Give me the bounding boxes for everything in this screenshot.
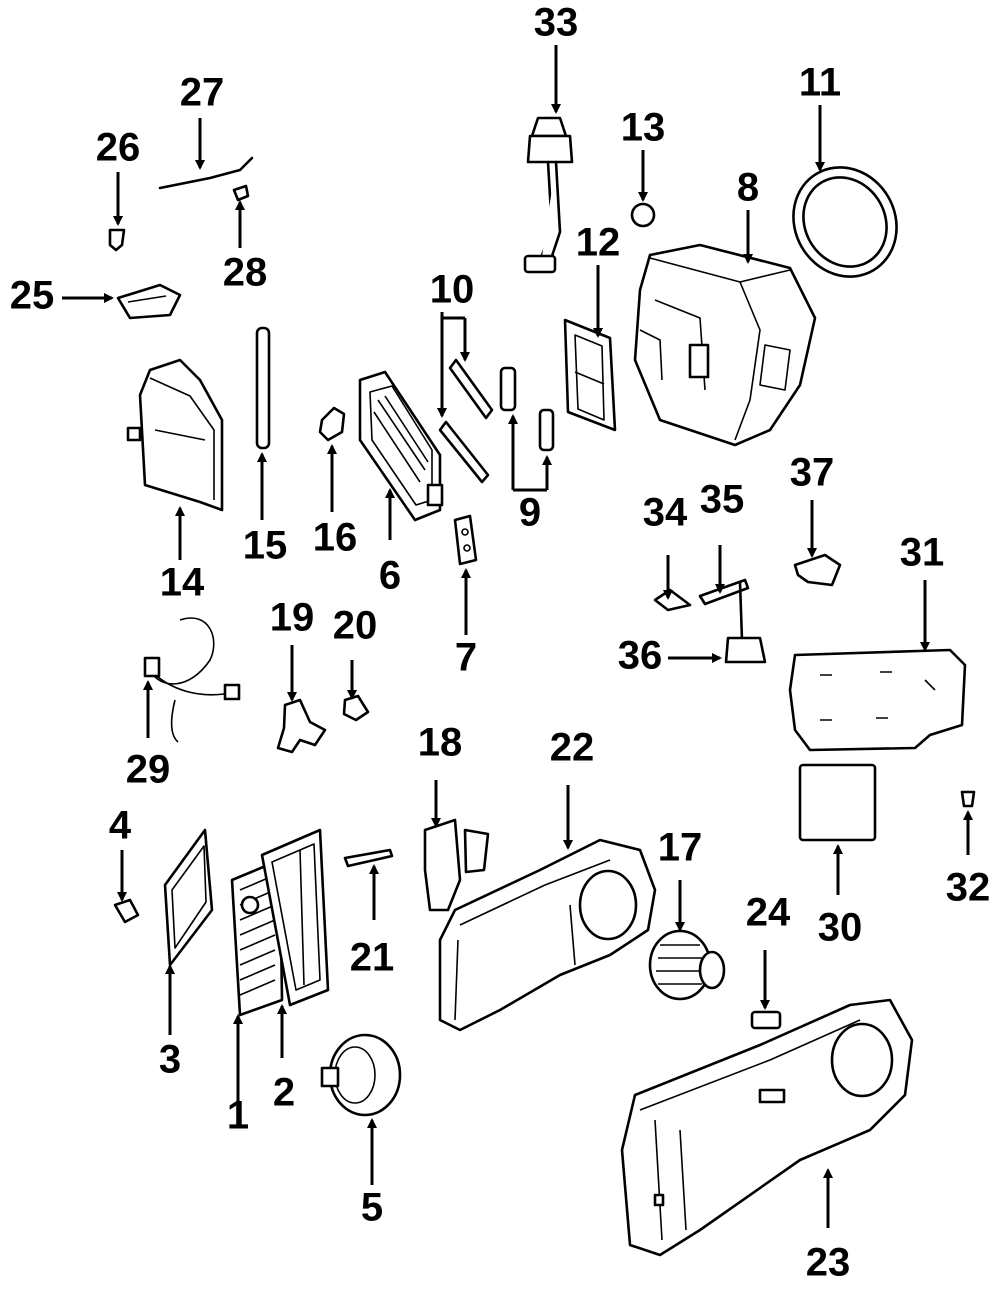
part-24-clip <box>750 1010 782 1030</box>
part-5-motor <box>320 1033 402 1117</box>
callout-3: 3 <box>159 1038 181 1082</box>
callout-35: 35 <box>700 478 745 522</box>
callout-28: 28 <box>223 251 268 295</box>
part-30-filter <box>798 763 877 842</box>
callout-9: 9 <box>519 491 541 535</box>
callout-4: 4 <box>109 804 132 848</box>
part-32-screw <box>960 790 976 808</box>
callout-20: 20 <box>333 604 378 648</box>
callout-10: 10 <box>430 268 475 312</box>
part-12-vent-door <box>563 318 617 432</box>
callout-31: 31 <box>900 531 945 575</box>
part-34-lever <box>653 588 692 612</box>
callout-19: 19 <box>270 596 315 640</box>
callout-33: 33 <box>534 1 579 45</box>
part-6-heater-core <box>358 370 444 522</box>
callout-26: 26 <box>96 126 141 170</box>
callout-37: 37 <box>790 451 835 495</box>
callout-30: 30 <box>818 906 863 950</box>
part-22-blower-housing <box>438 838 657 1032</box>
part-35-rod <box>698 578 750 642</box>
part-15-rod <box>255 326 271 450</box>
callout-29: 29 <box>126 748 171 792</box>
part-19-bracket <box>276 698 327 754</box>
part-9-plugs <box>499 366 555 452</box>
callout-24: 24 <box>746 891 791 935</box>
callout-12: 12 <box>576 221 621 265</box>
part-17-blower-motor <box>648 929 726 1001</box>
part-7-bracket <box>453 514 478 566</box>
part-29-wire-harness <box>143 617 241 743</box>
part-37-actuator <box>793 553 842 587</box>
part-20-clip <box>342 694 370 722</box>
part-33-sensor-harness <box>523 116 574 274</box>
callout-25: 25 <box>10 274 55 318</box>
part-25-connector <box>116 283 182 320</box>
callout-23: 23 <box>806 1241 851 1285</box>
part-23-lower-housing <box>620 998 914 1257</box>
callout-13: 13 <box>621 106 666 150</box>
part-21-pin <box>343 848 394 868</box>
callout-6: 6 <box>379 554 401 598</box>
part-16-clip <box>318 406 346 442</box>
callout-1: 1 <box>227 1094 249 1138</box>
part-11-seal-ring <box>792 166 898 278</box>
part-4-clip <box>113 898 140 924</box>
callout-7: 7 <box>455 636 477 680</box>
part-10-tubes <box>438 358 494 484</box>
part-3-seal-plate <box>163 828 214 967</box>
part-13-cap <box>630 202 656 228</box>
callout-5: 5 <box>361 1186 383 1230</box>
callout-36: 36 <box>618 634 663 678</box>
callout-11: 11 <box>799 61 841 105</box>
part-28-small-clip <box>232 184 250 202</box>
part-2-gasket-frame <box>260 828 330 1007</box>
callout-18: 18 <box>418 721 463 765</box>
callout-16: 16 <box>313 516 358 560</box>
part-27-cable <box>158 156 254 190</box>
leader-lines <box>62 45 973 1228</box>
part-31-panel <box>788 648 967 752</box>
callout-27: 27 <box>180 71 225 115</box>
part-14-housing <box>126 358 224 512</box>
callout-32: 32 <box>946 866 991 910</box>
part-36-knob <box>724 636 767 664</box>
callout-2: 2 <box>273 1071 295 1115</box>
callout-15: 15 <box>243 524 288 568</box>
callout-8: 8 <box>737 166 759 210</box>
callout-22: 22 <box>550 726 595 770</box>
callout-14: 14 <box>160 561 205 605</box>
callout-21: 21 <box>350 936 395 980</box>
callout-17: 17 <box>658 826 703 870</box>
callout-34: 34 <box>643 491 688 535</box>
part-8-heater-case <box>633 243 817 447</box>
part-18-hinge-bracket <box>423 818 490 912</box>
part-26-pin <box>108 228 126 252</box>
callout-labels: 33 13 11 8 12 10 9 27 26 28 25 15 16 6 1… <box>10 1 991 1285</box>
